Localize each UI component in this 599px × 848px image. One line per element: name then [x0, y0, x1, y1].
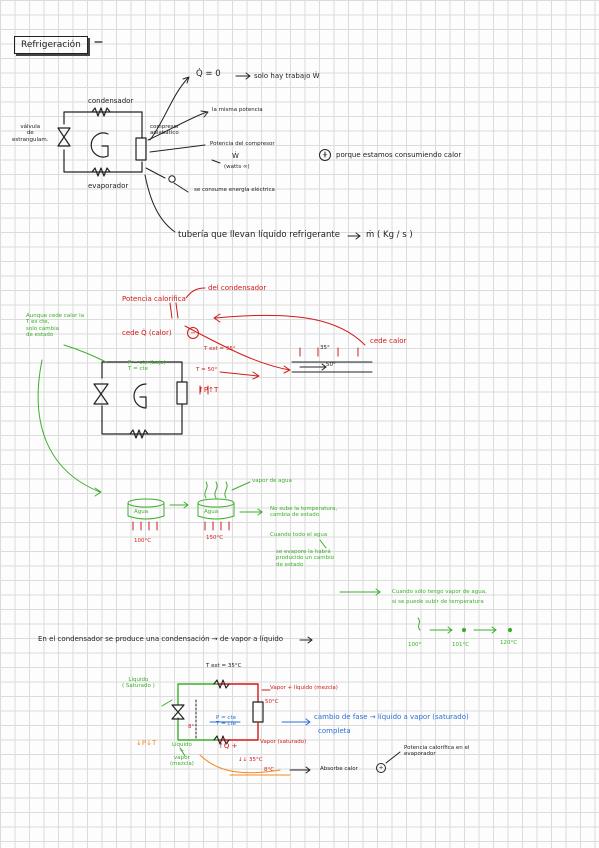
label-cuando-todo: Cuando todo el agua — [270, 532, 328, 538]
label-8-deg: 8° — [188, 724, 195, 730]
label-p-cte: P = cte (baja) T = cte — [128, 360, 166, 373]
label-q-up: ↑Q̇ + — [218, 742, 238, 750]
label-watts: (watts ∞) — [224, 164, 250, 170]
label-tuberia: tubería que llevan líquido refrigerante — [178, 230, 340, 240]
label-text-35: T ext = 35° — [204, 346, 236, 352]
label-t-50: T = 50° — [196, 367, 218, 373]
label-cuando-solo: Cuando sólo tengo vapor de agua, si se p… — [392, 589, 487, 606]
label-evaporador: evaporador — [88, 182, 129, 190]
label-no-sube: No sube la temperatura, cambia de estado — [270, 506, 338, 519]
label-50-deg: 50° — [326, 362, 336, 368]
label-vapor-de-agua: vapor de agua — [252, 478, 292, 484]
label-temp-120: 120°C — [500, 640, 518, 646]
label-solo-hay-trabajo: solo hay trabajo Ẇ — [254, 72, 320, 80]
label-35c-down: ↓↓ 35°C — [238, 757, 263, 763]
label-aunque-cede: Aunque cede calor la T es cte, solo camb… — [26, 313, 85, 338]
label-vapor-saturado: Vapor (saturado) — [260, 739, 307, 745]
label-absorbe: Absorbe calor — [320, 766, 358, 772]
label-p-cte-3: P = cte T = cte — [216, 715, 237, 728]
label-porque: porque estamos consumiendo calor — [336, 151, 462, 159]
green-annotations-2 — [37, 344, 513, 634]
label-potencia-compresor: Potencia del compresor — [210, 141, 275, 147]
annotation-arrows-1 — [144, 72, 361, 240]
label-condensacion: En el condensador se produce una condens… — [38, 635, 284, 643]
q-equals-zero: Q̇ = 0 — [196, 69, 221, 79]
label-liquido-vapor: Líquido + vapor (mezcla) — [170, 742, 194, 767]
label-se-evapore: se evapore la habrá producido un cambio … — [276, 549, 334, 568]
label-50c: 50°C — [265, 699, 279, 705]
label-potencia-evaporador: Potencia calorífica en el evaporador — [404, 745, 470, 758]
label-35-deg: 35° — [320, 345, 330, 351]
label-misma-potencia: la misma potencia — [212, 107, 263, 113]
cup-agua-2: Agua — [204, 509, 219, 515]
label-8c: 8°C — [264, 767, 275, 773]
label-liquido-saturado: Líquido ( Saturado ) — [122, 677, 155, 690]
label-condensador: condensador — [88, 97, 134, 105]
cup-agua-1: Agua — [134, 509, 149, 515]
label-valvula: válvula de estrangulam. — [12, 124, 49, 143]
cycle-3 — [171, 679, 264, 745]
minus-sign-circle: − — [319, 149, 331, 161]
label-pt-down: ↓P↓T — [136, 739, 157, 747]
label-pt-up: ↑P↑T — [198, 386, 219, 394]
label-potencia-calorifica: Potencia calorífica — [122, 295, 186, 303]
label-150c: 150°C — [206, 535, 224, 541]
refrigeration-cycle-1 — [57, 107, 147, 177]
label-temp-101: 101°C — [452, 642, 470, 648]
label-cede-calor-q: cede Q̇ (calor) — [122, 329, 172, 337]
label-vapor-liquido-mezcla: Vapor + líquido (mezcla) — [270, 685, 338, 691]
plus-sign-circle: + — [376, 763, 386, 773]
label-100c: 100°C — [134, 538, 152, 544]
label-consume-energia: se consume energía eléctrica — [194, 187, 275, 193]
label-del-condensador: del condensador — [208, 284, 267, 292]
heat-line-2 — [291, 361, 373, 373]
label-temp-100: 100° — [408, 642, 422, 648]
label-cambio-fase: cambio de fase → líquido a vapor (satura… — [314, 713, 469, 721]
red-annotations-2 — [132, 287, 366, 531]
minus-sign-red: − — [187, 327, 199, 339]
label-text-35c: T ext = 35°C — [206, 663, 242, 669]
label-cede-calor: cede calor — [370, 337, 407, 345]
label-mdot: ṁ ( Kg / s ) — [366, 230, 413, 240]
w-symbol: Ẇ — [232, 152, 239, 160]
cycle-2 — [93, 361, 188, 439]
annotation-arrows-3 — [161, 636, 401, 776]
label-completa: completa — [318, 727, 351, 735]
label-compresor: compresor adiabático — [150, 124, 180, 137]
page-title: Refrigeración — [14, 36, 88, 54]
